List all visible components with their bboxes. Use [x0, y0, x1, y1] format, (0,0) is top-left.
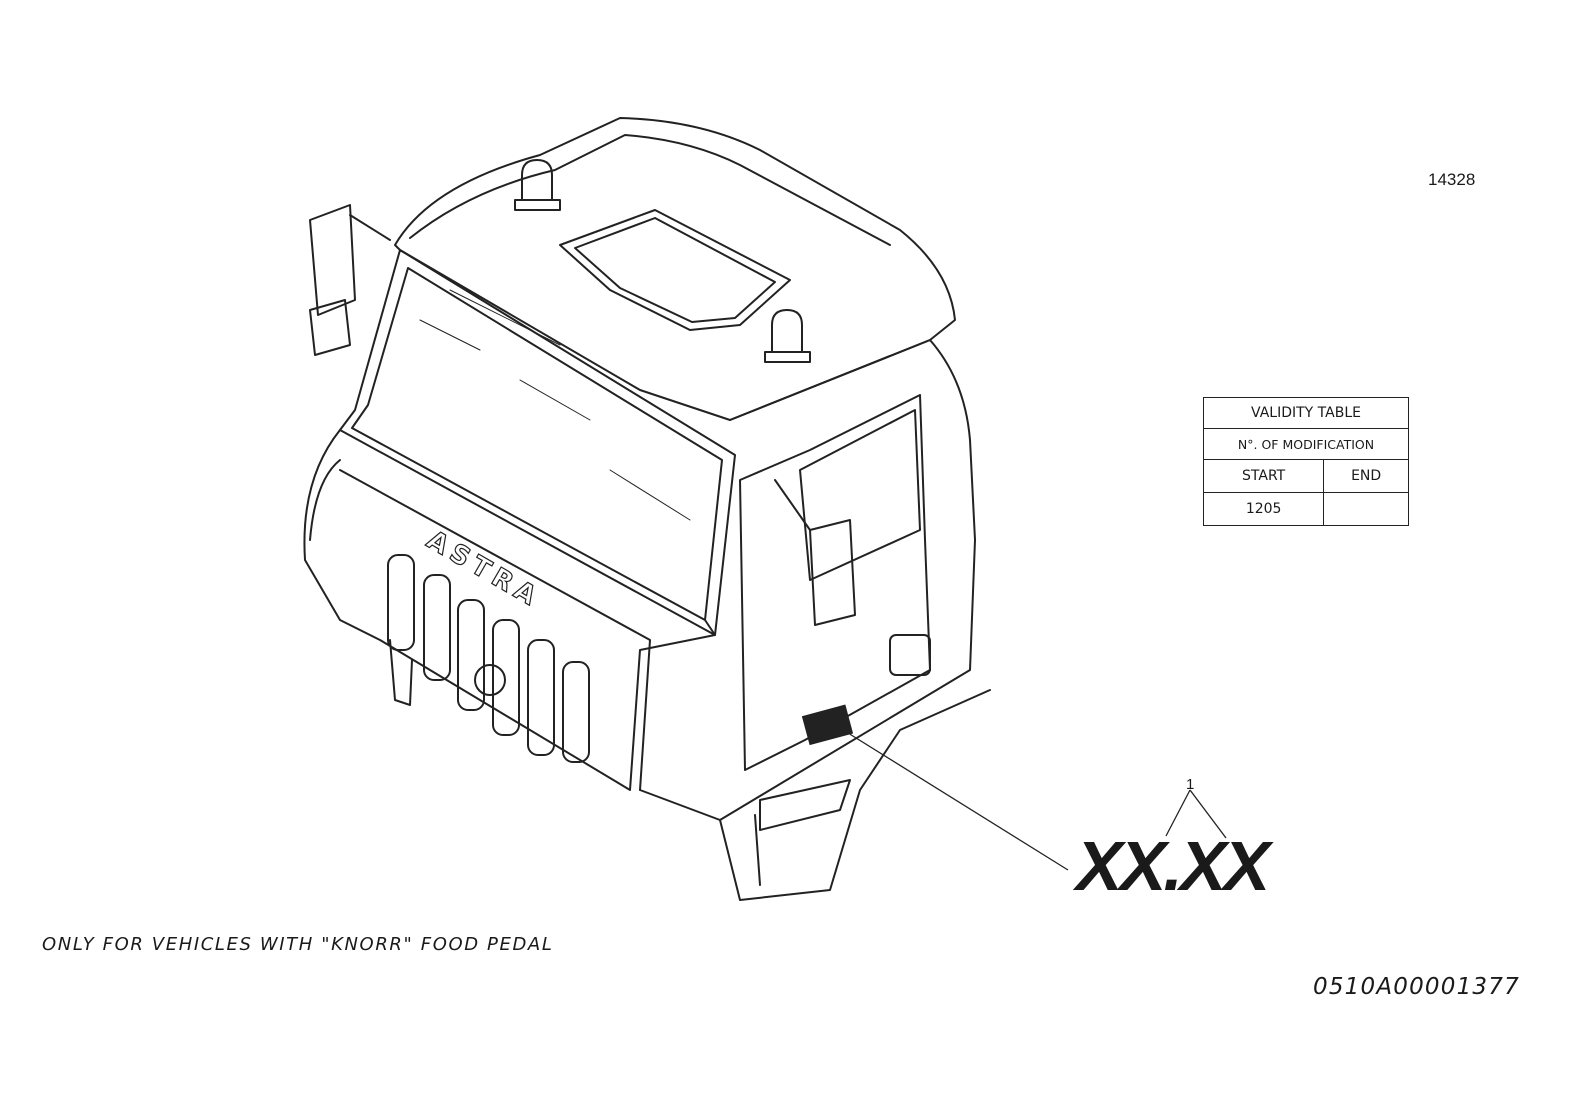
validity-end-value: [1323, 492, 1409, 526]
cab-side: [639, 339, 976, 821]
brand-emblem: [474, 664, 506, 696]
door: [739, 394, 931, 771]
beacon-right: [764, 309, 811, 363]
leader-line-patch: [839, 727, 1069, 871]
door-handle: [889, 634, 931, 676]
validity-table-subtitle: N°. OF MODIFICATION: [1203, 428, 1409, 460]
part-label: XX.XX: [1076, 827, 1270, 905]
cab-brand-lettering: ASTRA: [422, 525, 547, 614]
footnote: ONLY FOR VEHICLES WITH "KNORR" FOOD PEDA…: [42, 934, 554, 955]
leader-line-a: [1165, 789, 1191, 837]
step: [719, 689, 991, 901]
validity-col-start: START: [1202, 459, 1325, 493]
grille: [387, 554, 590, 763]
windshield: [339, 249, 736, 636]
leader-line-b: [1189, 789, 1227, 839]
door-window: [799, 409, 921, 581]
sunroof: [559, 209, 791, 331]
callout-number: 1: [1186, 776, 1195, 793]
label-patch: [801, 704, 854, 746]
validity-table-title: VALIDITY TABLE: [1203, 397, 1409, 429]
validity-table: VALIDITY TABLE N°. OF MODIFICATION START…: [1202, 397, 1409, 526]
beacon-left: [514, 159, 561, 211]
validity-start-value: 1205: [1202, 492, 1325, 526]
drawing-code: 0510A00001377: [1313, 974, 1520, 1000]
mirror-left: [309, 204, 391, 356]
cab-roof: [394, 117, 956, 421]
mirror-right: [774, 479, 856, 626]
sheet-number: 14328: [1428, 170, 1476, 189]
validity-col-end: END: [1323, 459, 1409, 493]
cab-front: [303, 429, 716, 791]
